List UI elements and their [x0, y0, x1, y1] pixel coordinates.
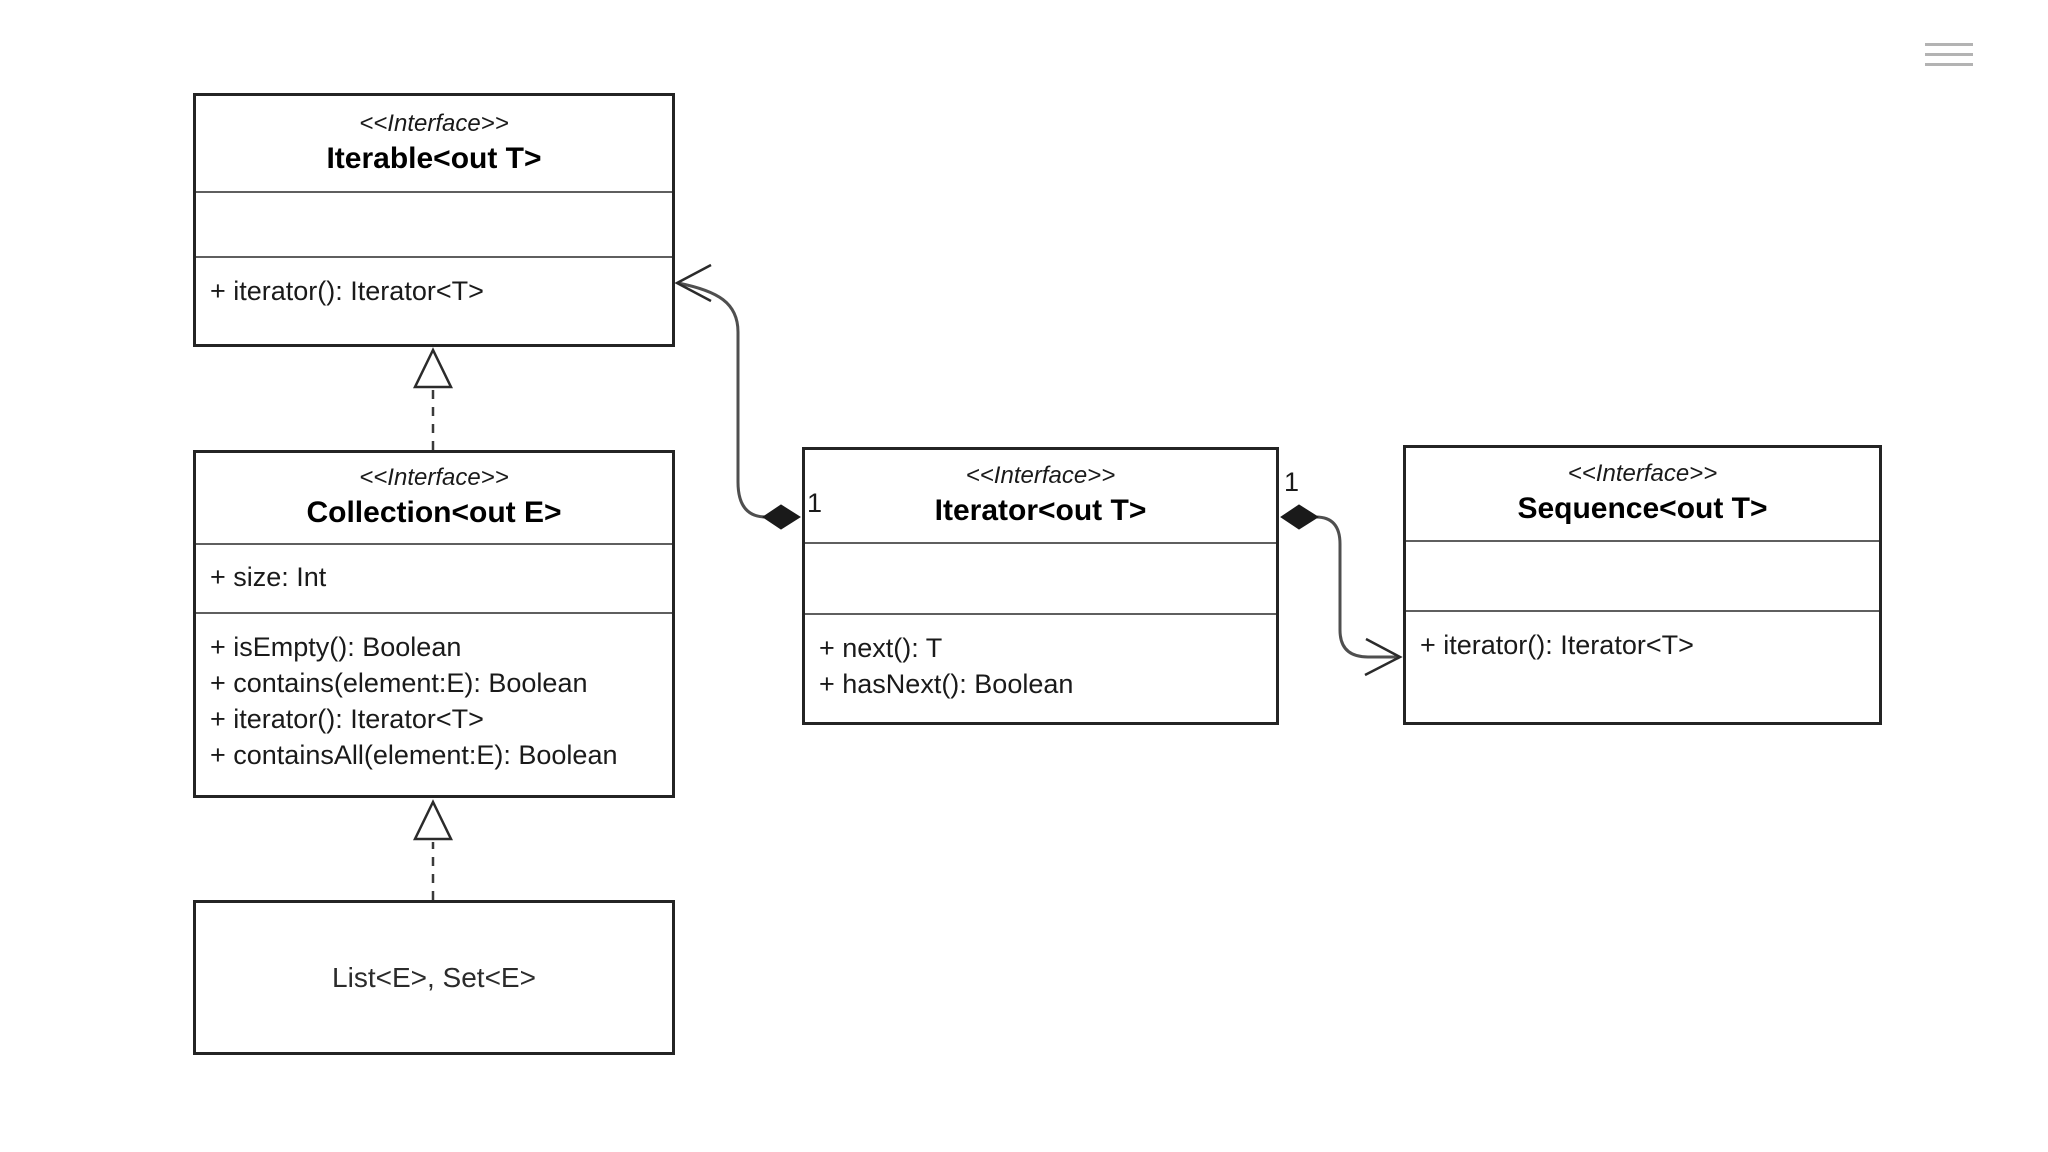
- menu-bar: [1925, 43, 1973, 46]
- class-box-collection[interactable]: <<Interface>> Collection<out E> + size: …: [193, 450, 675, 798]
- edge-composition-iterator-sequence[interactable]: [1280, 504, 1403, 677]
- hollow-triangle-arrowhead: [413, 799, 453, 841]
- method-item: + iterator(): Iterator<T>: [210, 704, 484, 734]
- class-header: <<Interface>> Iterator<out T>: [805, 450, 1276, 542]
- method-item: + iterator(): Iterator<T>: [1420, 630, 1694, 660]
- class-name: Iterable<out T>: [326, 141, 542, 175]
- methods-section: + iterator(): Iterator<T>: [1406, 610, 1879, 722]
- menu-bar: [1925, 53, 1973, 56]
- class-name: List<E>, Set<E>: [332, 961, 536, 993]
- stereotype-label: <<Interface>>: [965, 462, 1116, 489]
- method-item: + next(): T: [819, 633, 943, 663]
- class-header: <<Interface>> Iterable<out T>: [196, 96, 672, 191]
- class-header: <<Interface>> Collection<out E>: [196, 453, 672, 543]
- method-item: + contains(element:E): Boolean: [210, 668, 588, 698]
- method-item: + containsAll(element:E): Boolean: [210, 740, 618, 770]
- composition-diamond: [762, 504, 801, 530]
- edge-composition-iterator-iterable[interactable]: [674, 263, 801, 530]
- methods-section: + iterator(): Iterator<T>: [196, 256, 672, 344]
- class-box-iterator[interactable]: <<Interface>> Iterator<out T> + next(): …: [802, 447, 1279, 725]
- attributes-section: [805, 542, 1276, 613]
- stereotype-label: <<Interface>>: [359, 109, 509, 137]
- menu-bar: [1925, 63, 1973, 66]
- multiplicity-label-sequence-end: 1: [1284, 467, 1300, 497]
- attributes-section: [1406, 540, 1879, 610]
- class-box-sequence[interactable]: <<Interface>> Sequence<out T> + iterator…: [1403, 445, 1882, 725]
- methods-section: + isEmpty(): Boolean + contains(element:…: [196, 612, 672, 795]
- class-name: Collection<out E>: [306, 496, 562, 529]
- hamburger-menu-icon[interactable]: [1925, 43, 1973, 66]
- stereotype-label: <<Interface>>: [1567, 460, 1718, 487]
- method-item: + isEmpty(): Boolean: [210, 632, 462, 662]
- methods-section: + next(): T + hasNext(): Boolean: [805, 613, 1276, 722]
- class-box-iterable[interactable]: <<Interface>> Iterable<out T> + iterator…: [193, 93, 675, 347]
- class-header: <<Interface>> Sequence<out T>: [1406, 448, 1879, 540]
- stereotype-label: <<Interface>>: [359, 464, 509, 491]
- multiplicity-label-iterable-end: 1: [807, 488, 823, 518]
- hollow-triangle-arrowhead: [413, 347, 453, 389]
- attributes-section: [196, 191, 672, 256]
- edge-realization-collection-iterable[interactable]: [413, 347, 453, 450]
- class-box-listset[interactable]: List<E>, Set<E>: [193, 900, 675, 1055]
- class-name: Iterator<out T>: [934, 494, 1147, 527]
- composition-diamond: [1280, 504, 1319, 530]
- method-item: + iterator(): Iterator<T>: [210, 276, 484, 306]
- class-name: Sequence<out T>: [1517, 492, 1768, 525]
- open-arrowhead: [1364, 637, 1403, 677]
- attributes-section: + size: Int: [196, 543, 672, 612]
- edge-realization-listset-collection[interactable]: [413, 799, 453, 900]
- attribute-item: + size: Int: [210, 562, 327, 592]
- method-item: + hasNext(): Boolean: [819, 669, 1074, 699]
- open-arrowhead: [674, 263, 712, 303]
